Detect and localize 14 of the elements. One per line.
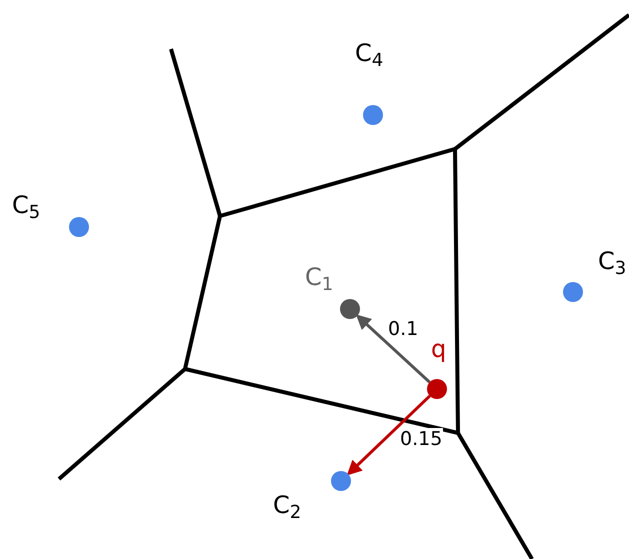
point-marker [69,217,89,237]
point-label: C$_{4}$ [355,38,384,68]
point-label: q [431,334,446,364]
arrow [346,394,431,476]
point-marker [563,282,583,302]
point-marker [340,299,360,319]
point-label: C$_{5}$ [12,190,40,220]
point-marker [427,379,447,399]
point-marker [331,471,351,491]
point-label: C$_{2}$ [273,490,302,520]
point-label: C$_{3}$ [598,246,626,276]
arrow [356,314,431,384]
point-marker [363,105,383,125]
point-label: C$_{1}$ [305,262,334,292]
